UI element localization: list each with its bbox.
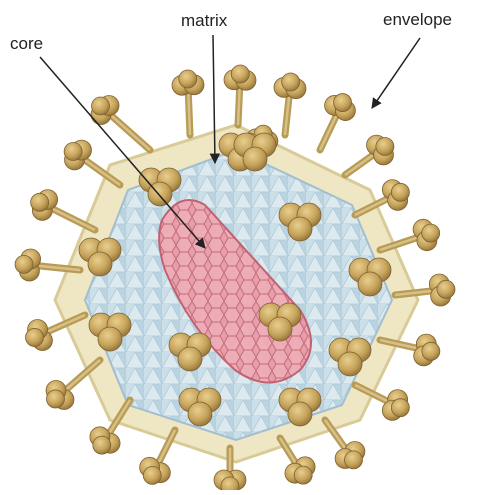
spike <box>31 190 95 230</box>
spike <box>64 140 120 185</box>
spike <box>274 73 306 135</box>
spike <box>280 438 315 484</box>
spike <box>325 420 365 469</box>
matrix-label: matrix <box>181 11 227 31</box>
spike <box>345 135 394 175</box>
spike <box>172 70 204 135</box>
spike <box>224 65 256 125</box>
core-label: core <box>10 34 43 54</box>
spike <box>46 360 100 410</box>
envelope-label: envelope <box>383 10 452 30</box>
envelope-arrow <box>372 38 420 108</box>
spike <box>320 94 355 150</box>
spike <box>140 430 175 484</box>
spike <box>91 96 150 150</box>
